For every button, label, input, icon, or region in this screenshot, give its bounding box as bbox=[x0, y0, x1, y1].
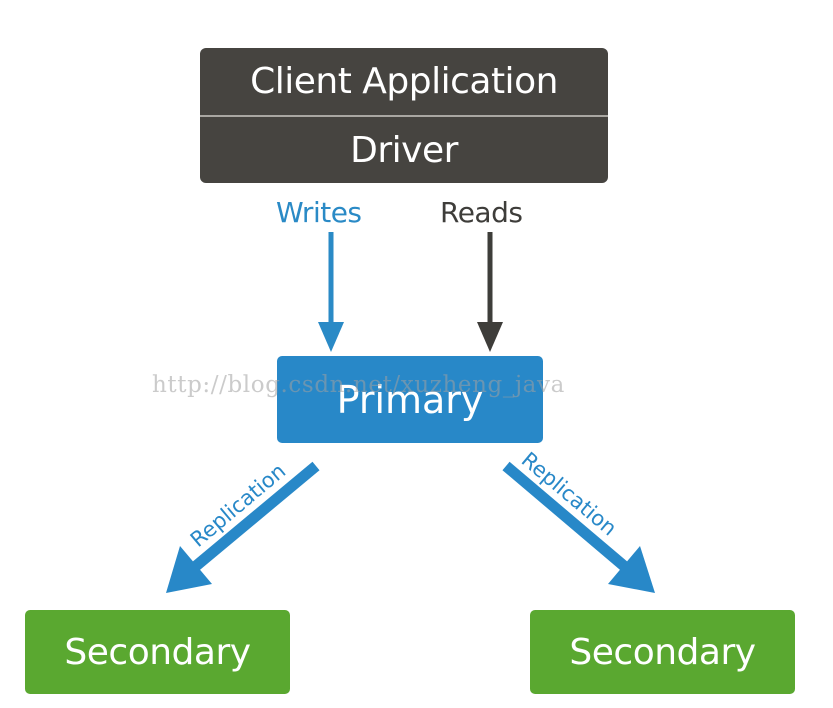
secondary-node-left: Secondary bbox=[25, 610, 290, 694]
reads-label: Reads bbox=[440, 196, 523, 229]
writes-label: Writes bbox=[276, 196, 362, 229]
reads-arrow bbox=[477, 232, 503, 352]
replication-arrow-right bbox=[502, 461, 655, 593]
secondary-node-right: Secondary bbox=[530, 610, 795, 694]
client-driver-divider bbox=[200, 115, 608, 117]
replication-arrow-left bbox=[166, 461, 320, 593]
client-application-box: Client Application Driver bbox=[200, 48, 608, 183]
writes-arrow bbox=[318, 232, 344, 352]
client-application-label: Client Application bbox=[250, 61, 558, 102]
primary-node: Primary bbox=[277, 356, 543, 443]
driver-label: Driver bbox=[350, 129, 458, 171]
primary-label: Primary bbox=[336, 377, 484, 422]
secondary-label: Secondary bbox=[569, 631, 756, 673]
secondary-label: Secondary bbox=[64, 631, 251, 673]
